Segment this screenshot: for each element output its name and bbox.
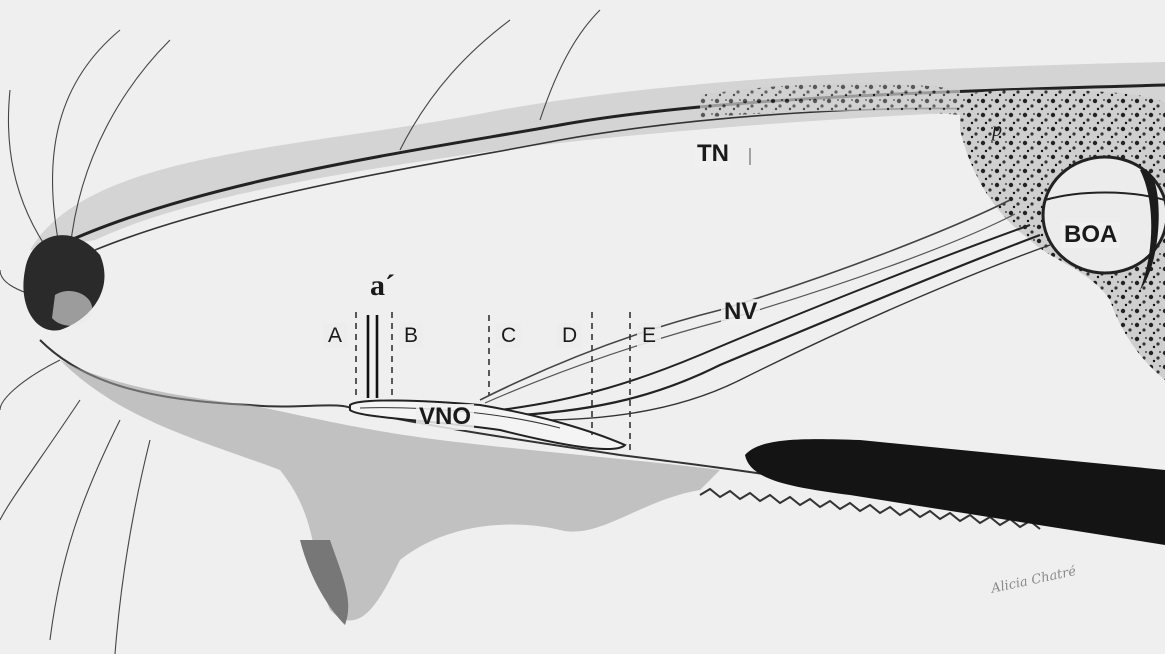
section-label-a: A [323,323,347,348]
label-vno: VNO [416,404,474,430]
label-a-prime: a´ [370,271,395,301]
section-label-c: C [496,323,521,348]
label-nv: NV [721,299,760,325]
label-boa: BOA [1061,222,1120,248]
section-label-e: E [637,323,661,348]
section-label-b: B [399,323,423,348]
section-label-d: D [557,323,582,348]
label-p: p [992,120,1002,140]
label-tn: TN [694,141,732,167]
